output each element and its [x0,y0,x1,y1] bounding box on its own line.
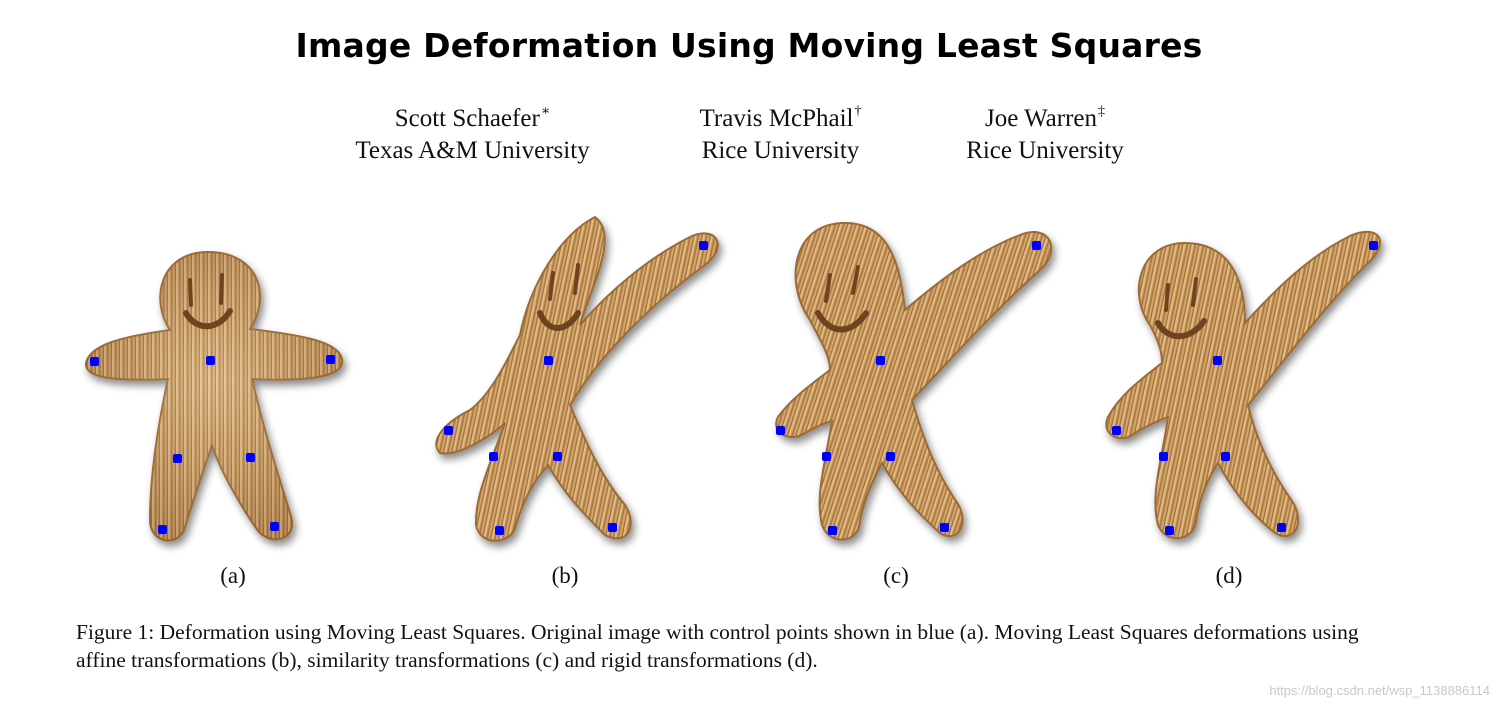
panel-c-control-points [776,241,1041,535]
figure-caption: Figure 1: Deformation using Moving Least… [76,620,1359,672]
author-2-name: Travis McPhail [699,105,854,132]
panel-d-control-points [1112,241,1378,535]
panel-c-eyes [824,265,860,303]
figure-1 [84,215,1381,542]
panel-d-label: (d) [1215,563,1243,588]
panel-a-control-points [90,355,335,534]
panel-c-label: (c) [883,563,909,588]
author-2: Travis McPhail† Rice University [678,96,883,167]
author-1-affiliation: Texas A&M University [355,137,590,164]
panel-d-figure [1105,230,1381,540]
panel-c-smile [815,310,869,333]
paper-title: Image Deformation Using Moving Least Squ… [295,26,1203,65]
author-3-name: Joe Warren [984,105,1098,132]
panel-c-figure [775,221,1053,541]
author-3: Joe Warren‡ Rice University [945,96,1145,167]
panel-d-smile [1155,318,1207,340]
watermark: https://blog.csdn.net/wsp_1138886114 [1269,683,1490,698]
panel-b-figure [435,215,719,542]
author-1-name: Scott Schaefer [394,105,540,132]
panel-b-control-points [444,241,708,535]
panel-a-eyes [188,273,224,307]
author-3-mark: ‡ [1098,104,1106,119]
panel-b-eyes [548,263,580,301]
panel-a-smile [183,308,233,330]
panel-a-figure [84,250,344,542]
panel-b-smile [537,310,581,331]
author-1-mark: ∗ [540,104,551,119]
panel-a-label: (a) [220,563,246,588]
author-2-mark: † [854,104,862,119]
author-1: Scott Schaefer∗ Texas A&M University [340,96,605,167]
author-2-affiliation: Rice University [701,137,860,164]
panel-d-eyes [1164,277,1198,312]
panel-b-label: (b) [551,563,579,588]
author-3-affiliation: Rice University [966,137,1124,164]
